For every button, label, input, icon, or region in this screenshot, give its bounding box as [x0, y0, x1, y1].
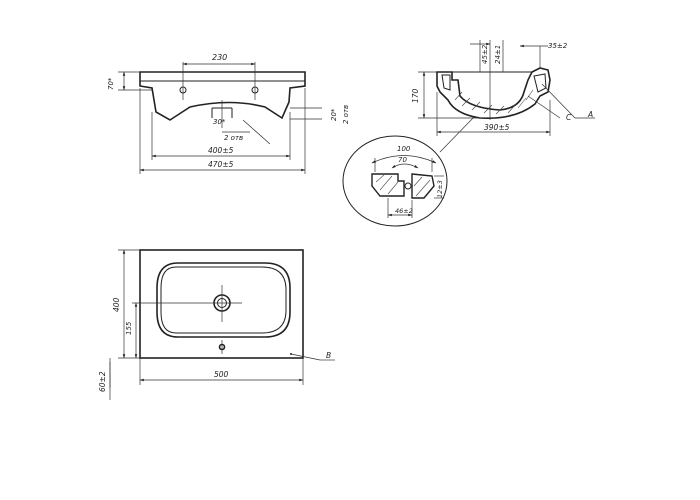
- dim-outer-width: 470±5: [208, 160, 234, 169]
- detail-rim-left: [371, 173, 405, 197]
- label-a: A: [587, 110, 593, 119]
- top-dim-drain: 155: [125, 321, 133, 335]
- detail-view: 100 70 12±3 46±2: [342, 135, 448, 227]
- dim-holes-spacing: 230: [212, 53, 227, 62]
- top-dim-depth: 400: [112, 297, 121, 312]
- dim-side-c: 35±2: [548, 42, 568, 50]
- dim-side-height: 170: [411, 88, 420, 103]
- dim-side-b: 24±1: [494, 45, 502, 64]
- dim-side-depth: 390±5: [484, 123, 510, 132]
- dim-inner-width: 400±5: [208, 146, 234, 155]
- dim-height-70: 70*: [107, 77, 115, 90]
- detail-dim-outer: 100: [397, 145, 411, 153]
- detail-dim-depth: 12±3: [436, 180, 444, 198]
- detail-hole: [404, 182, 412, 190]
- top-dim-width: 500: [214, 370, 229, 379]
- side-section-outline: [436, 67, 551, 120]
- label-c: C: [566, 113, 572, 122]
- top-view: 400 155 60±2 500 B: [98, 249, 335, 400]
- dim-holes-count-right: 2 отв: [342, 105, 350, 124]
- dim-holes-count: 2 отв: [224, 134, 243, 142]
- detail-leader: [439, 115, 476, 153]
- top-bowl-outline: [156, 262, 291, 338]
- detail-dim-inner: 70: [398, 156, 407, 164]
- detail-ellipse: [342, 135, 448, 227]
- top-dim-thickness: 60±2: [98, 371, 107, 392]
- front-view: 230 70* 30* 2 отв 20* 2 отв 400±5 470±5: [107, 53, 350, 174]
- front-basin-outline: [139, 71, 306, 121]
- top-outer-rect: [139, 249, 304, 359]
- detail-rim-right: [411, 173, 435, 199]
- detail-dim-width: 46±2: [395, 207, 413, 215]
- dim-side-a: 45±2: [481, 44, 489, 64]
- label-b: B: [326, 351, 331, 360]
- side-view: 45±2 24±1 35±2 170 390±5 A C: [411, 40, 595, 153]
- side-section-hatch: [454, 89, 534, 115]
- dim-right-20: 20*: [330, 108, 338, 121]
- dim-angle-30: 30*: [213, 118, 226, 126]
